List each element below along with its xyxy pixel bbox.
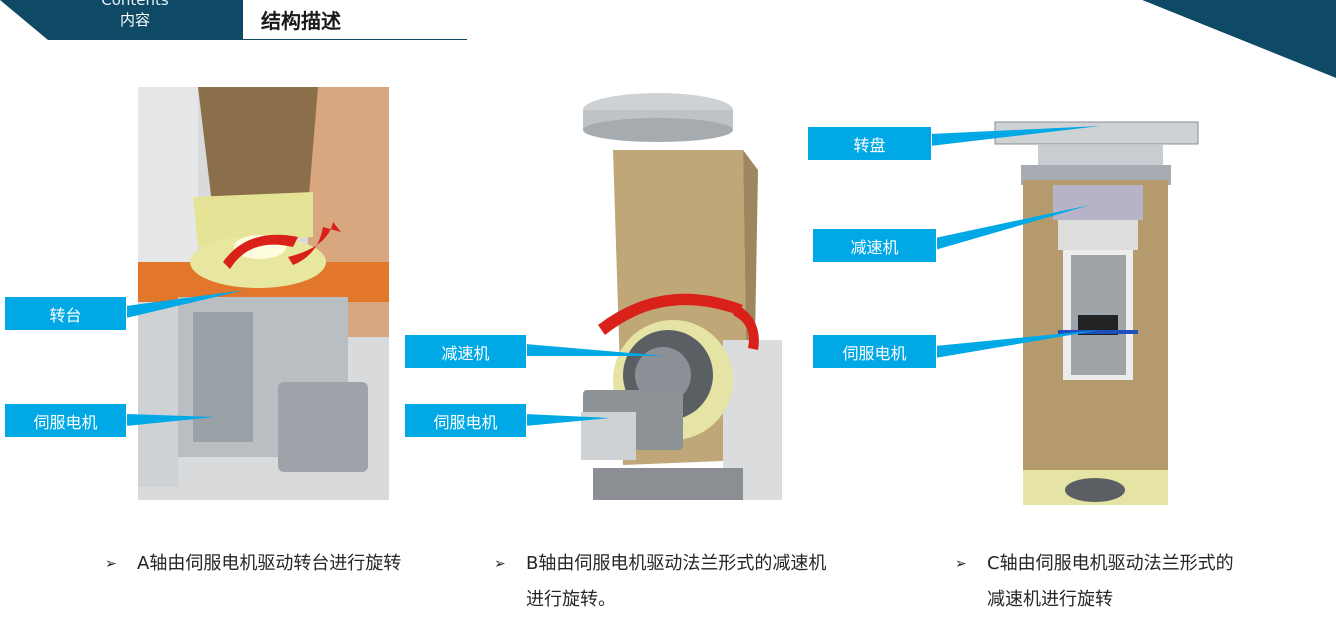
caption-line: 减速机进行旋转 (987, 589, 1113, 610)
caption-line: C轴由伺服电机驱动法兰形式的 (987, 553, 1234, 574)
callout-reducer-b: 减速机 (404, 334, 527, 369)
callout-disk: 转盘 (807, 126, 932, 161)
caption-axis-c: ➢ C轴由伺服电机驱动法兰形式的 减速机进行旋转 (955, 546, 1315, 618)
callout-servo-motor-a: 伺服电机 (4, 403, 127, 438)
axis-b-photo (533, 90, 782, 500)
callout-servo-motor-c: 伺服电机 (812, 334, 937, 369)
page-title: 结构描述 (261, 9, 341, 33)
axis-a-photo (138, 87, 389, 500)
caption-line: 进行旋转。 (526, 589, 616, 610)
caption-line: B轴由伺服电机驱动法兰形式的减速机 (526, 553, 827, 574)
axis-c-photo (963, 90, 1214, 505)
header-tab-label: 内容 (119, 11, 150, 29)
bullet-icon: ➢ (494, 556, 506, 572)
caption-line: A轴由伺服电机驱动转台进行旋转 (137, 553, 402, 574)
corner-decoration (1136, 0, 1336, 80)
callout-turntable: 转台 (4, 296, 127, 331)
caption-axis-a: ➢ A轴由伺服电机驱动转台进行旋转 (105, 546, 465, 582)
bullet-icon: ➢ (955, 556, 967, 572)
callout-reducer-c: 减速机 (812, 228, 937, 263)
header-tab (0, 0, 243, 40)
title-underline (243, 39, 467, 40)
bullet-icon: ➢ (105, 556, 117, 572)
caption-axis-b: ➢ B轴由伺服电机驱动法兰形式的减速机 进行旋转。 (494, 546, 884, 618)
callout-servo-motor-b: 伺服电机 (404, 403, 527, 438)
header-tab-english: Contents (101, 0, 169, 9)
